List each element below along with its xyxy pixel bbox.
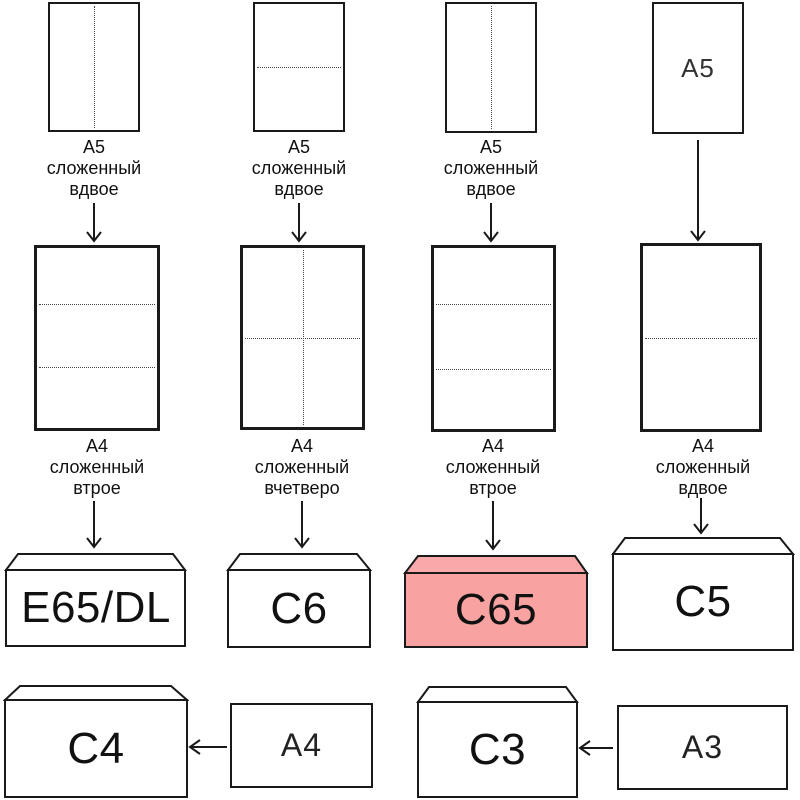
paper-a4-fold-thirds-col3 [431, 245, 556, 432]
envelope-body [612, 553, 794, 651]
caption-a4-col3: A4 сложенный втрое [408, 436, 578, 499]
envelope-label: C4 [67, 723, 125, 773]
down-arrow-icon [693, 498, 709, 535]
down-arrow-icon [86, 203, 102, 243]
down-arrow-icon [291, 203, 307, 243]
fold-line-horizontal [39, 366, 155, 368]
envelope-c3: C3 [416, 685, 579, 799]
envelope-label: E65/DL [21, 583, 171, 632]
caption-a4-col2: A4 сложенный вчетверо [217, 436, 387, 499]
paper-size-label: A5 [681, 52, 715, 83]
caption-size: A4 [691, 436, 715, 456]
fold-line-horizontal [436, 369, 551, 371]
envelope-flap [3, 685, 189, 701]
envelope-c65-highlighted: C65 [403, 554, 589, 649]
paper-a5-fold-half-col2 [253, 2, 345, 132]
caption-fold-word: сложенный [46, 158, 142, 178]
envelope-flap [403, 555, 589, 574]
envelope-c6: C6 [226, 552, 372, 649]
left-arrow-icon [578, 740, 613, 756]
envelope-body [5, 569, 186, 647]
envelope-c5: C5 [611, 536, 795, 652]
caption-fold-amount: вдвое [69, 179, 119, 199]
caption-size: A4 [481, 436, 505, 456]
envelope-c4: C4 [3, 684, 189, 799]
caption-size: A4 [85, 436, 109, 456]
fold-line-vertical [491, 6, 492, 129]
envelope-flap [416, 686, 579, 703]
paper-a4-fold-quarters-col2 [240, 245, 365, 430]
fold-line-horizontal [257, 67, 341, 68]
paper-a4-landscape: A4 [230, 703, 373, 788]
paper-a3-landscape: A3 [617, 705, 788, 790]
down-arrow-icon [86, 501, 102, 549]
fold-line-horizontal [645, 337, 757, 339]
caption-a5-col1: A5 сложенный вдвое [9, 137, 179, 200]
envelope-e65-dl: E65/DL [4, 552, 188, 648]
down-arrow-icon [485, 501, 501, 551]
caption-a4-col4: A4 сложенный вдвое [618, 436, 788, 499]
caption-fold-amount: вчетверо [264, 478, 340, 498]
paper-a5-unfolded-col4: A5 [652, 2, 744, 134]
fold-line-horizontal [39, 303, 155, 305]
paper-a5-fold-half-col1 [48, 2, 140, 132]
caption-a5-col3: A5 сложенный вдвое [406, 137, 576, 200]
caption-fold-word: сложенный [443, 158, 539, 178]
down-arrow-icon [690, 140, 706, 242]
envelope-body [404, 572, 588, 648]
caption-size: A4 [290, 436, 314, 456]
caption-size: A5 [479, 137, 503, 157]
envelope-body [417, 701, 578, 798]
fold-line-horizontal [245, 337, 360, 339]
envelope-flap [611, 537, 795, 555]
left-arrow-icon [188, 739, 227, 755]
caption-size: A5 [82, 137, 106, 157]
caption-fold-word: сложенный [251, 158, 347, 178]
down-arrow-icon [294, 501, 310, 549]
paper-size-label: A4 [280, 727, 323, 763]
caption-fold-word: сложенный [655, 457, 751, 477]
caption-fold-word: сложенный [254, 457, 350, 477]
caption-fold-amount: вдвое [466, 179, 516, 199]
paper-a5-fold-half-col3 [445, 2, 537, 133]
paper-a4-fold-half-col4 [640, 243, 762, 432]
caption-fold-word: сложенный [49, 457, 145, 477]
caption-fold-word: сложенный [445, 457, 541, 477]
envelope-label: C65 [454, 585, 538, 634]
fold-line-vertical [94, 6, 95, 128]
envelope-body [227, 569, 371, 648]
envelope-body [4, 699, 188, 798]
envelope-label: C5 [674, 577, 732, 626]
down-arrow-icon [483, 203, 499, 243]
caption-a5-col2: A5 сложенный вдвое [214, 137, 384, 200]
paper-a4-fold-thirds-col1 [34, 245, 160, 431]
caption-size: A5 [287, 137, 311, 157]
envelope-label: C3 [468, 724, 527, 774]
envelope-label: C6 [270, 583, 328, 633]
caption-a4-col1: A4 сложенный втрое [12, 436, 182, 499]
caption-fold-amount: втрое [469, 478, 517, 498]
caption-fold-amount: вдвое [274, 179, 324, 199]
caption-fold-amount: вдвое [678, 478, 728, 498]
caption-fold-amount: втрое [73, 478, 121, 498]
envelope-flap [226, 553, 372, 571]
envelope-flap [4, 553, 187, 571]
paper-size-label: A3 [681, 729, 724, 765]
fold-line-horizontal [436, 304, 551, 306]
